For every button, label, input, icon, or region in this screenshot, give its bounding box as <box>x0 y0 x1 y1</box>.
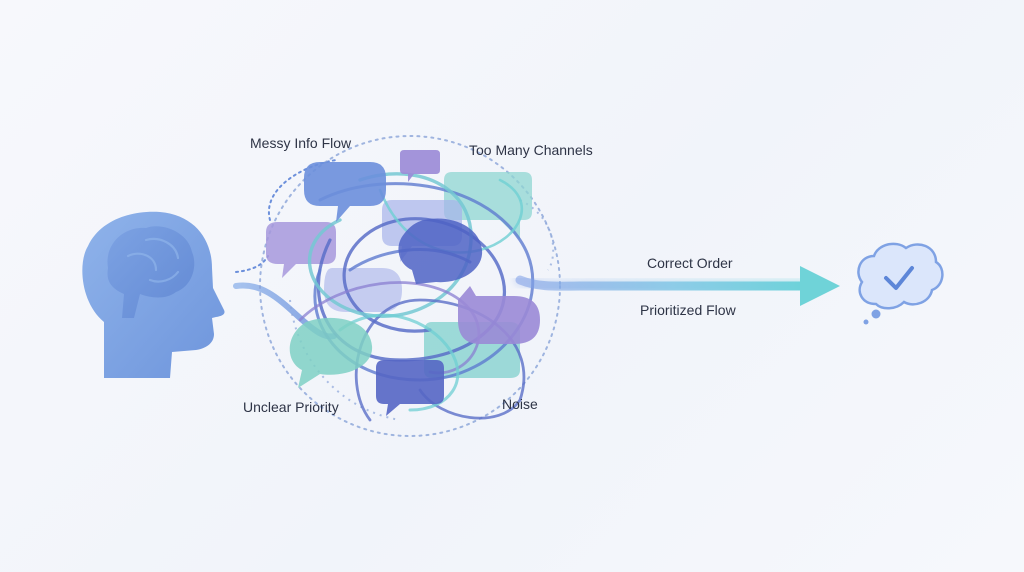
thought-bubble-dot <box>871 309 881 319</box>
chat-bubble <box>444 172 532 240</box>
chaos-cluster <box>259 135 561 437</box>
brain-shape <box>107 226 195 318</box>
thought-bubble-dot <box>863 319 869 325</box>
thought-cloud <box>857 242 944 310</box>
human-head-brain-icon <box>82 211 225 378</box>
chat-bubble <box>304 162 386 222</box>
chat-bubble <box>376 360 444 416</box>
label-messy-info-flow: Messy Info Flow <box>250 135 352 151</box>
label-too-many-channels: Too Many Channels <box>469 142 593 158</box>
prioritized-flow-arrow <box>513 266 840 306</box>
input-dotted-line <box>235 255 269 273</box>
checkmark-icon <box>884 266 914 290</box>
label-prioritized-flow: Prioritized Flow <box>640 302 736 318</box>
chat-bubble <box>458 286 540 344</box>
label-correct-order: Correct Order <box>647 255 733 271</box>
chat-bubble <box>324 268 402 312</box>
label-noise: Noise <box>502 396 538 412</box>
chat-bubble <box>398 218 483 284</box>
chat-bubble <box>400 150 440 182</box>
chat-bubble <box>289 317 373 388</box>
label-unclear-priority: Unclear Priority <box>243 399 339 415</box>
thought-cloud-checkmark-icon <box>857 242 944 325</box>
